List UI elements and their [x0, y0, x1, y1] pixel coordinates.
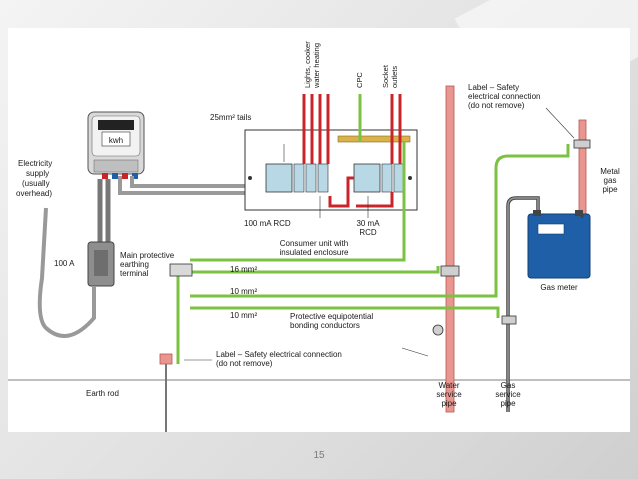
gas-pipe-label-3: pipe	[500, 399, 516, 408]
service-cutout	[87, 179, 115, 287]
supply-label-3: (usually	[22, 179, 50, 188]
rcd-100ma	[265, 163, 293, 193]
supply-label-1: Electricity	[18, 159, 52, 168]
earth-rod-label: Earth rod	[86, 389, 119, 398]
tails-label: 25mm² tails	[210, 113, 251, 122]
label-bottom-2: (do not remove)	[216, 359, 273, 368]
wire-10a-label: 10 mm²	[230, 287, 257, 296]
electrical-installation-diagram: kwh	[8, 41, 630, 432]
cpc-label: CPC	[355, 72, 364, 88]
rcd-30-label-2: RCD	[359, 228, 377, 237]
gas-pipe-label-2: service	[495, 390, 521, 399]
water-stop-valve	[432, 324, 444, 336]
page-number: 15	[313, 450, 325, 461]
metal-gas-pipe-label-1: Metal	[600, 167, 620, 176]
fuse-label: 100 A	[54, 259, 75, 268]
gas-service-clamp	[501, 315, 517, 325]
incoming-supply-cable	[37, 207, 96, 338]
gas-pipe-clamp	[573, 139, 591, 149]
earth-rod	[159, 353, 173, 365]
socket-label-2: outlets	[390, 66, 399, 88]
water-pipe-label-2: service	[436, 390, 462, 399]
rcd-30ma	[353, 163, 381, 193]
mpet-label-2: earthing	[120, 260, 149, 269]
water-pipe-clamp	[440, 265, 460, 277]
circuit-lights-label-2: water heating	[312, 43, 321, 89]
label-top-2: electrical connection	[468, 92, 540, 101]
circuit-conductors	[302, 94, 402, 208]
metal-gas-pipe-label-2: gas	[604, 176, 617, 185]
electricity-meter: kwh	[87, 111, 145, 179]
gas-pipe-label-1: Gas	[501, 381, 516, 390]
water-service-pipe	[445, 85, 455, 413]
water-pipe-label-1: Water	[438, 381, 459, 390]
meter-display-label: kwh	[109, 136, 123, 145]
water-pipe-label-3: pipe	[441, 399, 457, 408]
socket-label-1: Socket	[381, 64, 390, 88]
label-top-3: (do not remove)	[468, 101, 525, 110]
wire-16-label: 16 mm²	[230, 265, 257, 274]
supply-label-2: supply	[26, 169, 49, 178]
mpet-label-1: Main protective	[120, 251, 175, 260]
circuit-lights-label-1: Lights, cooker	[303, 41, 312, 88]
wire-10b-label: 10 mm²	[230, 311, 257, 320]
consumer-unit-label-1: Consumer unit with	[280, 239, 348, 248]
bonding-label-1: Protective equipotential	[290, 312, 373, 321]
metal-gas-pipe	[578, 119, 587, 221]
rcd-100-label: 100 mA RCD	[244, 219, 291, 228]
diagram-panel: kwh	[8, 28, 630, 432]
earthing-conductors	[176, 142, 570, 364]
bonding-label-2: bonding conductors	[290, 321, 360, 330]
label-top-1: Label – Safety	[468, 83, 519, 92]
supply-label-4: overhead)	[16, 189, 52, 198]
rcd-30-label-1: 30 mA	[356, 219, 380, 228]
gas-meter	[527, 210, 591, 279]
gas-meter-label: Gas meter	[540, 283, 578, 292]
label-bottom-1: Label – Safety electrical connection	[216, 350, 342, 359]
mpet-label-3: terminal	[120, 269, 149, 278]
main-earthing-terminal	[169, 263, 193, 277]
consumer-unit-label-2: insulated enclosure	[280, 248, 349, 257]
metal-gas-pipe-label-3: pipe	[602, 185, 618, 194]
